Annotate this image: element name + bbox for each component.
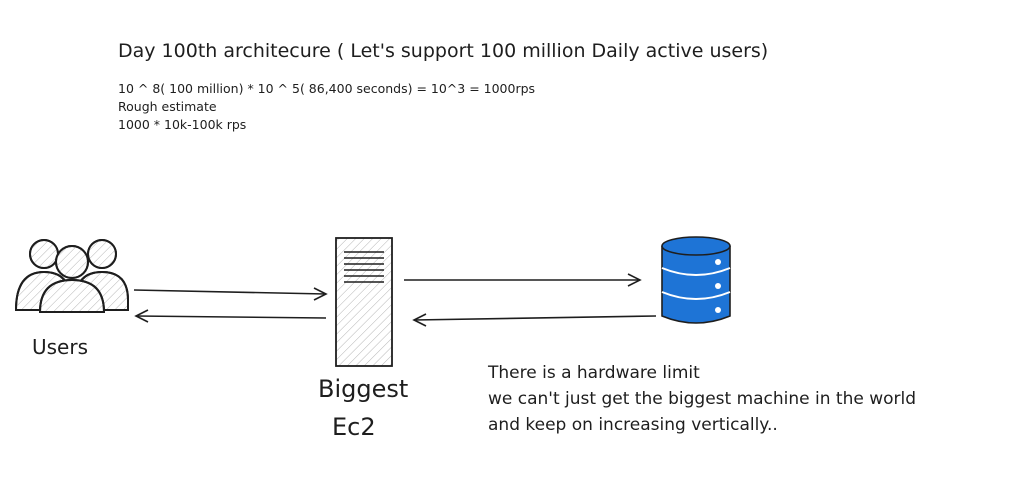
server-icon bbox=[335, 237, 393, 367]
arrow-database-to-server bbox=[412, 313, 657, 327]
diagram-title: Day 100th architecure ( Let's support 10… bbox=[118, 40, 769, 62]
database-icon bbox=[661, 236, 731, 324]
estimate-line: Rough estimate bbox=[118, 99, 217, 114]
server-label-line: Biggest bbox=[318, 375, 409, 403]
note-line: There is a hardware limit bbox=[488, 363, 700, 383]
server-label: Biggest Ec2 bbox=[318, 370, 408, 446]
users-icon bbox=[14, 239, 129, 313]
note-line: we can't just get the biggest machine in… bbox=[488, 389, 917, 409]
estimate-line: 1000 * 10k-100k rps bbox=[118, 117, 247, 132]
arrow-server-to-users bbox=[134, 309, 327, 323]
users-label: Users bbox=[32, 335, 89, 359]
note-line: and keep on increasing vertically.. bbox=[488, 415, 778, 435]
estimate-block: 10 ^ 8( 100 million) * 10 ^ 5( 86,400 se… bbox=[118, 80, 535, 134]
arrow-users-to-server bbox=[133, 287, 328, 301]
estimate-line: 10 ^ 8( 100 million) * 10 ^ 5( 86,400 se… bbox=[118, 81, 536, 96]
note-text: There is a hardware limit we can't just … bbox=[488, 360, 916, 438]
server-label-line: Ec2 bbox=[332, 413, 376, 441]
arrow-server-to-database bbox=[404, 273, 642, 287]
